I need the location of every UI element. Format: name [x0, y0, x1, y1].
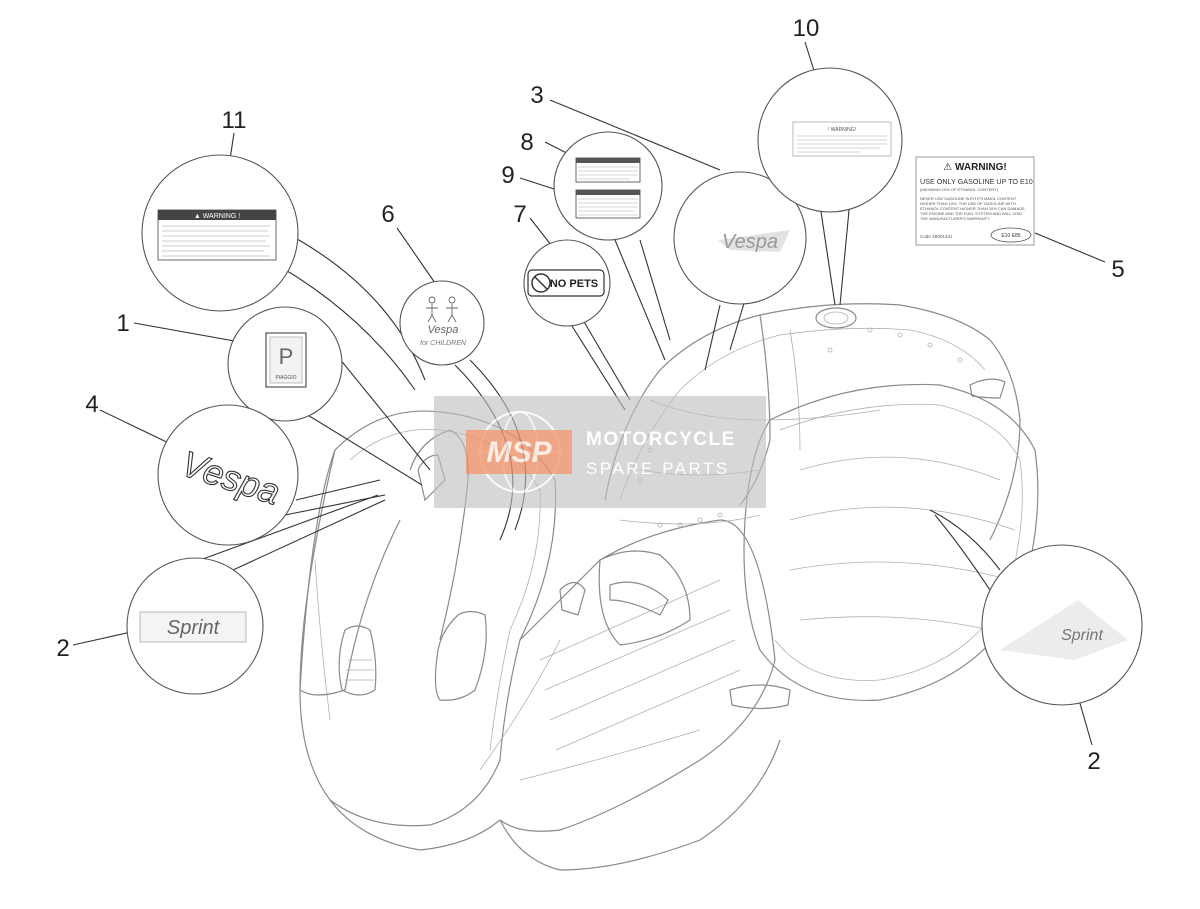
warning-5-body2: HIGHER THAN 10%. THE USE OF GASOLINE WIT… [920, 201, 1016, 206]
detail-circle-2-right: Sprint [981, 544, 1143, 706]
callout-10: 10 [793, 15, 820, 42]
callout-3: 3 [530, 82, 543, 109]
vespa-logo-6: Vespa [428, 324, 459, 336]
leader-lines [72, 41, 1106, 746]
detail-circle-2-left: Sprint [126, 557, 264, 695]
callout-1: 1 [116, 310, 129, 337]
warning-5-body5: THE MANUFACTURER'S WARRANTY [920, 216, 990, 221]
detail-circle-11: ▲ WARNING ! [141, 154, 299, 312]
vespa-logo-3: Vespa [722, 231, 778, 253]
watermark-line1: MOTORCYCLE [586, 429, 736, 450]
detail-circle-10: ! WARNING! [757, 67, 903, 213]
warning-5-badge: E10 E85 [1001, 233, 1020, 239]
watermark-brand: MSP [486, 436, 552, 469]
scooter-body [299, 303, 1039, 871]
sprint-logo-left: Sprint [167, 617, 221, 639]
warning-10-title: ! WARNING! [828, 127, 856, 133]
watermark-line2: SPARE PARTS [586, 459, 730, 478]
callout-8: 8 [520, 129, 533, 156]
detail-circle-4: Vespa [157, 404, 299, 546]
warning-5-title: ⚠ WARNING! [943, 162, 1006, 173]
callout-5: 5 [1111, 256, 1124, 283]
warning-5-line2: (MAXIMUM 10% OF ETHANOL CONTENT) [920, 187, 999, 192]
warning-5-body1: NEVER USE GASOLINE WITH ETHANOL CONTENT [920, 196, 1017, 201]
piaggio-text: PIAGGIO [275, 375, 296, 381]
warning-5-body3: ETHANOL CONTENT HIGHER THAN 10% CAN DAMA… [920, 206, 1025, 211]
piaggio-p-icon: P [279, 344, 294, 369]
watermark: MSP MOTORCYCLE SPARE PARTS [434, 396, 766, 508]
callout-2-left: 2 [56, 635, 69, 662]
detail-circle-3: Vespa [673, 171, 807, 305]
callout-9: 9 [501, 162, 514, 189]
callout-2-right: 2 [1087, 748, 1100, 775]
sprint-logo-right: Sprint [1061, 627, 1103, 644]
callout-4: 4 [85, 391, 98, 418]
detail-circle-7: NO PETS [523, 239, 611, 327]
callout-7: 7 [513, 201, 526, 228]
detail-circle-8-9 [553, 131, 663, 241]
label-5-fuel-warning: ⚠ WARNING! USE ONLY GASOLINE UP TO E10 (… [915, 156, 1035, 246]
warning-5-line1: USE ONLY GASOLINE UP TO E10 [920, 177, 1033, 186]
no-pets-text: NO PETS [550, 278, 598, 290]
callout-11: 11 [222, 107, 247, 134]
detail-circle-1: P PIAGGIO [227, 306, 343, 422]
warning-5-body4: THE ENGINE AND THE FUEL SYSTEM AND WILL … [920, 211, 1022, 216]
warning-11-title: ▲ WARNING ! [194, 213, 240, 220]
callout-6: 6 [381, 201, 394, 228]
for-children-text: for CHILDREN [420, 340, 467, 347]
warning-5-code: Code 1B001431 [920, 234, 953, 239]
callout-numbers: 1 2 2 3 4 5 6 7 8 9 10 11 [56, 15, 1124, 775]
detail-circle-6: Vespa for CHILDREN [399, 280, 485, 366]
e10-badge [990, 227, 1032, 243]
